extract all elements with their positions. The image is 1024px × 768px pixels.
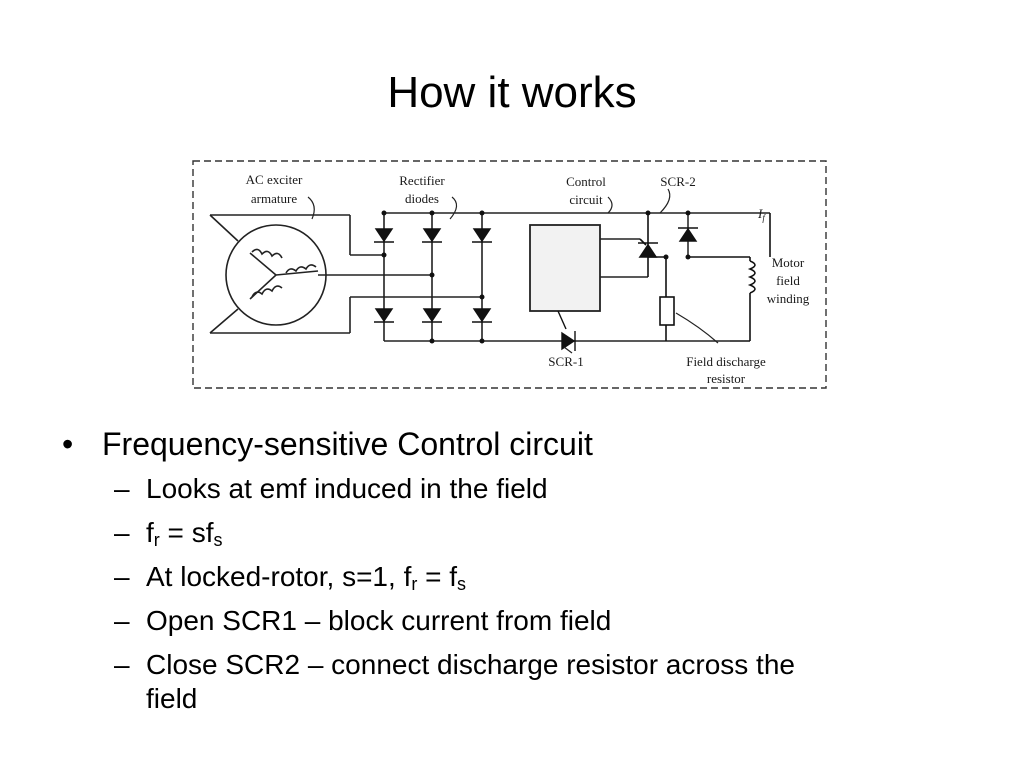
sub-bullet-4: – Open SCR1 – block current from field	[60, 604, 980, 638]
sub-bullet-3: – At locked-rotor, s=1, fr = fs	[60, 560, 980, 594]
sub-bullet-5-line1: Close SCR2 – connect discharge resistor …	[146, 649, 795, 680]
bullet-dot: •	[62, 426, 74, 462]
sub-bullet-5-line2: field	[146, 683, 198, 714]
slide-title: How it works	[387, 68, 637, 117]
label-scr2: SCR-2	[660, 174, 695, 189]
label-field: field	[776, 273, 800, 288]
sub-bullet-2-text: fr = sfs	[146, 517, 223, 550]
sub-bullet-5: – Close SCR2 – connect discharge resisto…	[60, 648, 980, 716]
label-rectifier: Rectifier	[399, 173, 445, 188]
sub-bullet-4-text: Open SCR1 – block current from field	[146, 605, 612, 636]
sub-bullet-1-text: Looks at emf induced in the field	[146, 473, 548, 504]
label-winding: winding	[767, 291, 810, 306]
label-circuit: circuit	[569, 192, 603, 207]
sub-bullet-3-text: At locked-rotor, s=1, fr = fs	[146, 561, 467, 594]
rectifier-diodes	[374, 228, 492, 323]
label-diodes: diodes	[405, 191, 439, 206]
label-resistor: resistor	[707, 371, 746, 386]
sub-bullet-2: – fr = sfs	[60, 516, 980, 550]
sub-bullet-dash: –	[114, 561, 130, 592]
ac-exciter-armature	[209, 214, 482, 334]
label-field-discharge: Field discharge	[686, 354, 766, 369]
circuit-diagram: AC exciter armature Rectifier diodes Con…	[192, 160, 827, 389]
freewheel-diode	[678, 213, 698, 257]
discharge-resistor	[659, 296, 675, 326]
label-control: Control	[566, 174, 606, 189]
diagram-border	[192, 160, 827, 389]
leader-lines	[307, 188, 719, 354]
bullet-main: • Frequency-sensitive Control circuit	[60, 424, 980, 464]
motor-field-winding	[688, 213, 771, 342]
sub-bullet-dash: –	[114, 649, 130, 680]
label-scr1: SCR-1	[548, 354, 583, 369]
control-circuit-box	[529, 224, 601, 312]
sub-bullet-dash: –	[114, 473, 130, 504]
label-motor: Motor	[772, 255, 805, 270]
sub-bullet-1: – Looks at emf induced in the field	[60, 472, 980, 506]
label-ac-exciter: AC exciter	[246, 172, 303, 187]
label-if: If	[757, 206, 766, 223]
bullet-main-text: Frequency-sensitive Control circuit	[102, 426, 593, 462]
scr2-symbol	[638, 213, 667, 297]
sub-bullet-dash: –	[114, 517, 130, 548]
scr1-symbol	[557, 310, 576, 351]
bullet-list: • Frequency-sensitive Control circuit – …	[60, 424, 980, 726]
sub-bullet-dash: –	[114, 605, 130, 636]
label-armature: armature	[251, 191, 297, 206]
